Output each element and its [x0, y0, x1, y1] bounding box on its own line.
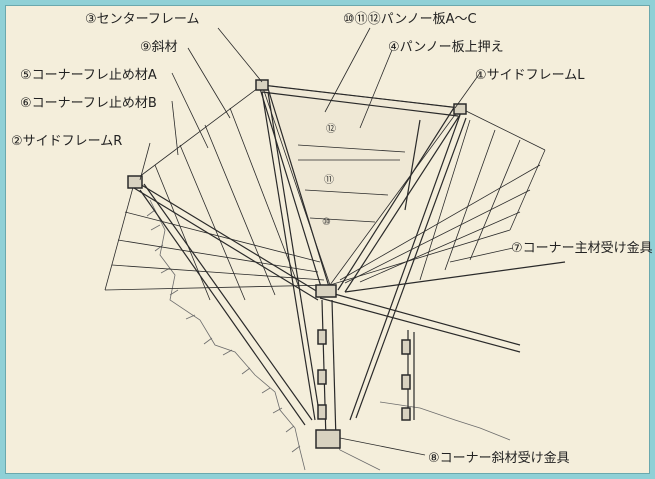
label-corner-diag-bracket: ⑧コーナー斜材受け金具 [428, 450, 570, 466]
plate-number-12: ⑫ [326, 123, 336, 135]
label-side-frame-r: ②サイドフレームR [11, 134, 122, 149]
label-corner-main-bracket: ⑦コーナー主材受け金具 [511, 240, 653, 256]
label-panno-plates: ⑩⑪⑫パンノー板A～C [343, 12, 477, 27]
main-frames [129, 81, 566, 441]
ground-slope [146, 199, 511, 471]
plate-number-10: ⑩ [322, 217, 331, 228]
label-panno-press: ④パンノー板上押え [388, 40, 504, 55]
label-corner-stop-b: ⑥コーナーフレ止め材B [20, 96, 157, 111]
plate-number-11: ⑪ [324, 174, 334, 186]
bracket-marks [127, 79, 467, 449]
leader-lines [139, 27, 514, 456]
label-diagonal: ⑨斜材 [140, 40, 178, 55]
right-wing-grid [329, 107, 546, 286]
panno-plates [261, 84, 461, 286]
label-side-frame-l: ①サイドフレームL [475, 68, 585, 83]
plate-numbers: ⑫ ⑪ ⑩ [322, 123, 336, 228]
label-corner-stop-a: ⑤コーナーフレ止め材A [20, 68, 157, 83]
callout-labels: ③センターフレーム ⑩⑪⑫パンノー板A～C ⑨斜材 ④パンノー板上押え ⑤コーナ… [11, 12, 653, 466]
label-center-frame: ③センターフレーム [85, 12, 200, 27]
